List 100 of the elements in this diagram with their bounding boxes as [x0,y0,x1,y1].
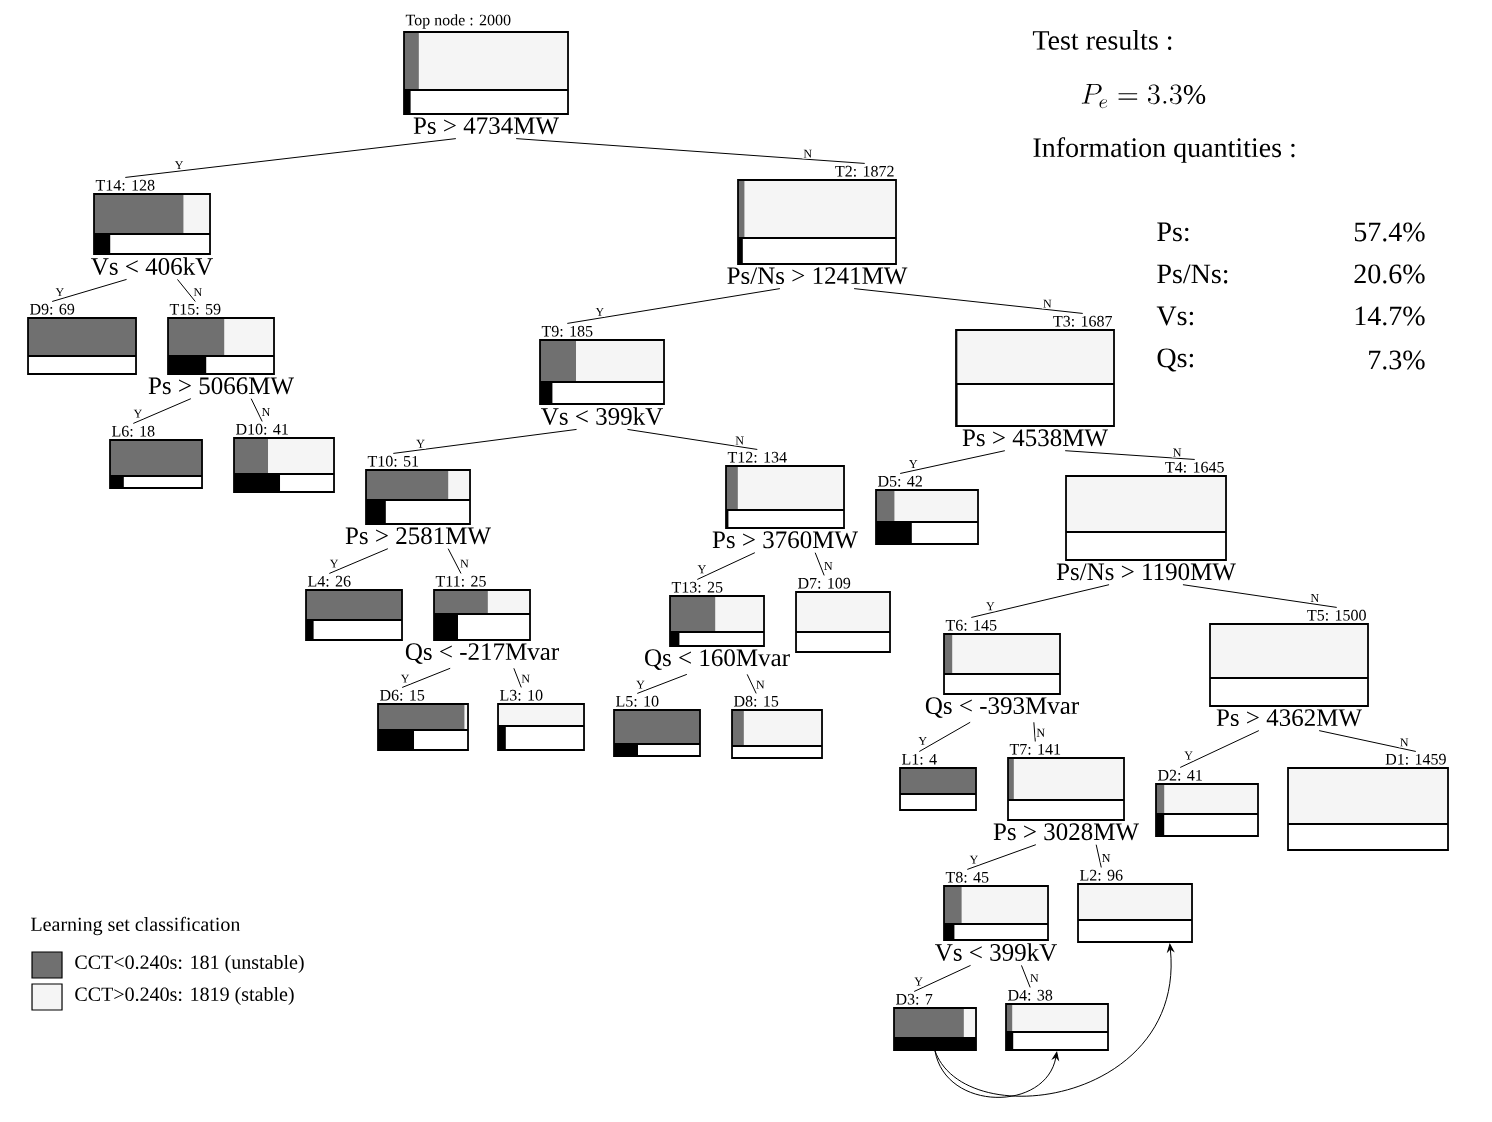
node-label: Ps/Ns > 1241MW [727,267,908,285]
node-label: Vs < 399kV [541,407,663,426]
connector-line [401,667,451,688]
tree-node: D1: 1459 [1287,753,1449,851]
connector-line [1020,964,1031,988]
connector-line [626,428,758,450]
node-label: D1: 1459 [1385,753,1446,765]
connector-line [250,398,263,422]
connector-line [970,584,1110,618]
tree-node: T3: 1687 Ps > 4538MW [955,315,1115,447]
variable-name: Ps/Ns: [1157,264,1228,284]
connector-line [1179,730,1260,768]
node-label: D9: 69 [29,303,75,315]
tree-node: D4: 38 [1005,989,1109,1051]
tree-node: T6: 145 Qs < -393Mvar [925,619,1079,718]
tree-node: D9: 69 [27,303,137,375]
legend-text: CCT>0.240s: 1819 (stable) [75,986,294,1006]
connector-line [132,398,192,424]
tree-node: T13: 25 Qs < 160Mvar [645,581,790,670]
node-label: L2: 96 [1079,869,1123,881]
tree-node: D5: 42 [875,475,979,545]
node-label: T14: 128 [95,179,155,191]
node-label: Vs < 399kV [935,943,1057,962]
node-label: Ps/Ns > 1190MW [1056,563,1236,581]
node-label: D4: 38 [1007,989,1053,1001]
variable-name: Ps: [1157,222,1189,242]
connector-line [814,552,825,576]
connector-line [566,288,781,324]
node-label: T12: 134 [727,451,787,463]
tree-node: T15: 59 Ps > 5066MW [148,303,294,395]
node-label: T2: 1872 [835,165,894,177]
node-label: L4: 26 [307,575,351,587]
node-label: Ps > 4734MW [413,117,559,135]
tree-node: L4: 26 [305,575,403,641]
node-label: D2: 41 [1157,769,1202,781]
tree-node: T14: 128 Vs < 406kV [91,179,213,275]
node-label: T8: 45 [945,871,989,883]
tree-node: T11: 25 Qs < -217Mvar [405,575,559,664]
connector-line [934,943,1174,1097]
node-label: D6: 15 [379,689,425,701]
connector-line [513,667,522,688]
node-label: Vs < 406kV [91,257,213,276]
connector-line [51,278,128,302]
node-label: T6: 145 [945,619,997,631]
node-label: T13: 25 [671,581,723,593]
connector-line [1318,730,1417,752]
connector-line [1033,721,1036,742]
tree-node: Top node : 2000 Ps > 4734MW [403,14,569,135]
legend-text: CCT<0.240s: 181 (unstable) [75,954,304,974]
tree-node: D6: 15 [377,689,469,751]
node-label: D10: 41 [235,423,288,435]
connector-line [913,964,972,992]
tree-node: D7: 109 [795,577,891,653]
connector-line [392,428,578,454]
node-label: Ps > 4362MW [1216,709,1362,727]
node-label: Ps > 5066MW [148,377,294,395]
connector-line [853,288,1084,314]
tree-node: D2: 41 [1155,769,1259,837]
percentage: 20.6% [1354,264,1425,284]
variable-name: Qs: [1157,348,1194,372]
node-label: T4: 1645 [1165,461,1224,473]
connector-line [124,138,457,178]
connector-line [1064,450,1196,460]
node-label: L3: 10 [499,689,543,701]
tree-node: T4: 1645 Ps/Ns > 1190MW [1056,461,1236,581]
panel-heading: Test results : [1032,30,1172,50]
tree-node: T2: 1872 Ps/Ns > 1241MW [727,165,908,285]
node-label: Ps > 3028MW [993,823,1139,841]
node-label: D3: 7 [895,993,933,1005]
connector-line [328,548,389,574]
node-label: Ps > 2581MW [345,527,491,545]
node-label: Qs < -217Mvar [405,643,559,664]
connector-line [636,673,688,694]
tree-node: T10: 51 Ps > 2581MW [345,455,491,545]
connector-line [1095,844,1102,868]
connector-line [447,548,462,574]
tree-node: D8: 15 [731,695,823,759]
connector-line [899,450,1006,474]
node-label: T3: 1687 [1053,315,1113,327]
node-label: Ps > 3760MW [712,531,858,549]
tree-node: L5: 10 [613,695,701,757]
node-label: D8: 15 [733,695,779,707]
node-label: Qs < 160Mvar [645,649,790,670]
connector-line [746,673,757,694]
tree-node: L1: 4 [899,753,977,811]
node-label: Ps > 4538MW [962,429,1108,447]
tree-node: L2: 96 [1077,869,1193,943]
tree-node: D3: 7 [893,993,977,1051]
percentage: 7.3% [1369,350,1425,370]
legend-title: Learning set classification [31,916,241,936]
node-label: Qs < -393Mvar [925,697,1079,718]
tree-node: T5: 1500 Ps > 4362MW [1209,609,1369,727]
node-label: L5: 10 [615,695,659,707]
node-label: D5: 42 [877,475,922,487]
node-label: T11: 25 [435,575,486,587]
connector-line [515,138,866,164]
variable-name: Vs: [1156,306,1194,326]
connector-line [696,552,756,580]
connector-line [966,844,1037,870]
tree-node: T7: 141 Ps > 3028MW [993,743,1139,841]
